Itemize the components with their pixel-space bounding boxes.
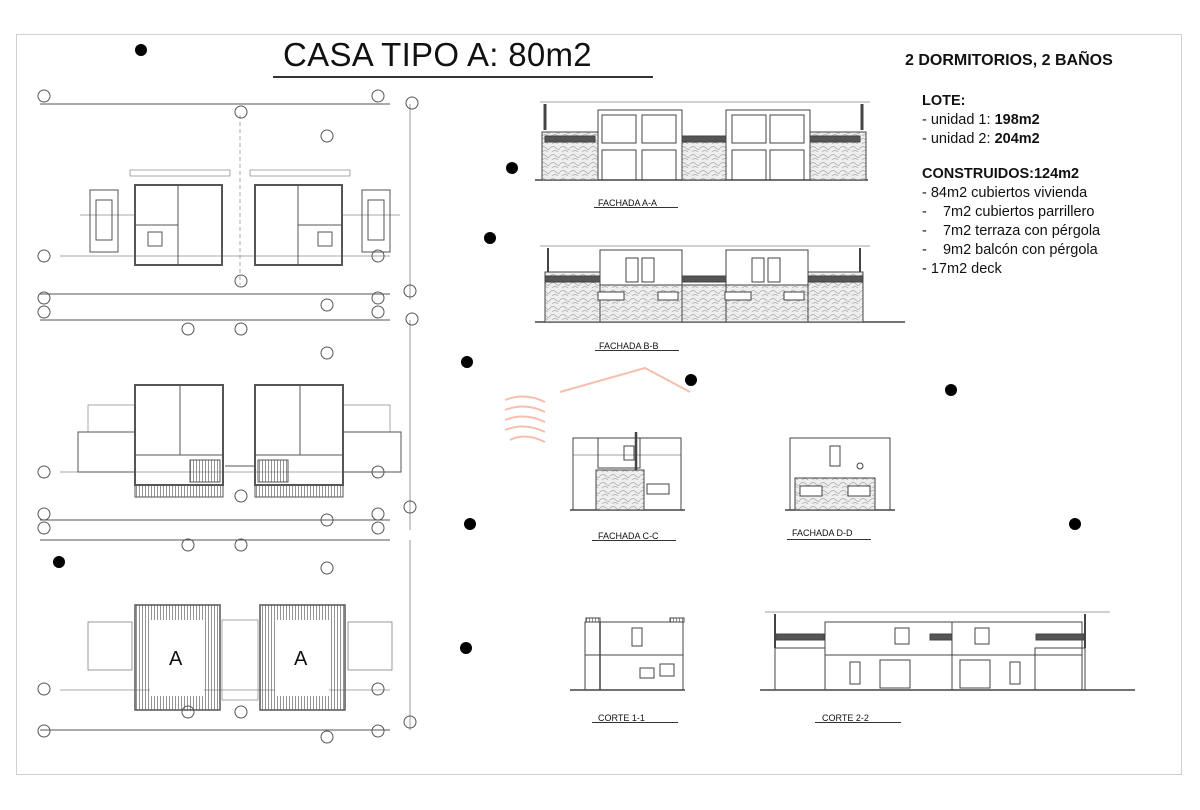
floor-plan-upper	[37, 305, 419, 535]
elevation-bb	[535, 245, 905, 323]
construidos-item: - 9m2 balcón con pérgola	[922, 242, 1098, 258]
elevation-cc	[570, 432, 685, 511]
section-22	[760, 611, 1135, 691]
elevation-dd	[785, 437, 895, 511]
bullet-dots	[53, 44, 1081, 654]
caption-fachada-cc: FACHADA C-C	[598, 531, 659, 541]
title-underline	[273, 76, 653, 78]
drawing-sheet	[16, 34, 1182, 775]
lote-item: - unidad 2: 204m2	[922, 131, 1040, 147]
roof-plan	[37, 538, 417, 744]
caption-underline	[594, 207, 678, 208]
caption-underline	[592, 540, 676, 541]
caption-fachada-aa: FACHADA A-A	[598, 198, 658, 208]
caption-underline	[815, 722, 901, 723]
caption-underline	[787, 539, 871, 540]
roof-label-right: A	[294, 648, 308, 670]
caption-fachada-bb: FACHADA B-B	[599, 341, 659, 351]
lote-item: - unidad 1: 198m2	[922, 112, 1040, 128]
caption-corte-22: CORTE 2-2	[822, 713, 869, 723]
construidos-item: - 7m2 cubiertos parrillero	[922, 204, 1095, 220]
caption-fachada-dd: FACHADA D-D	[792, 528, 853, 538]
area-summary: LOTE: - unidad 1: 198m2 - unidad 2: 204m…	[922, 92, 1100, 279]
floor-plan-ground	[37, 89, 419, 312]
construidos-heading: CONSTRUIDOS:124m2	[922, 166, 1080, 182]
caption-corte-11: CORTE 1-1	[598, 713, 645, 723]
construidos-item: - 84m2 cubiertos vivienda	[922, 185, 1088, 201]
construidos-item: - 17m2 deck	[922, 261, 1002, 277]
elevation-aa	[535, 101, 870, 181]
page-title: CASA TIPO A: 80m2	[283, 36, 592, 73]
section-11	[570, 617, 685, 691]
caption-underline	[595, 350, 679, 351]
lote-heading: LOTE:	[922, 93, 966, 109]
page-subtitle: 2 DORMITORIOS, 2 BAÑOS	[905, 52, 1113, 69]
watermark-logo	[504, 366, 691, 443]
construidos-item: - 7m2 terraza con pérgola	[922, 223, 1101, 239]
roof-label-left: A	[169, 648, 183, 670]
caption-underline	[592, 722, 678, 723]
